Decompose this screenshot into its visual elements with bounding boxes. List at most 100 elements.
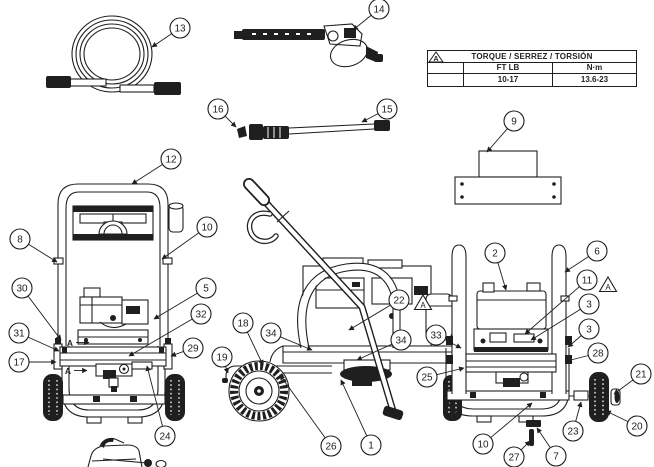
- torque-table-corner-cell: [428, 63, 464, 73]
- callout-34: 34: [260, 322, 313, 351]
- callout-23: 23: [562, 401, 584, 442]
- callout-number: 26: [325, 442, 337, 453]
- callout-15: 15: [361, 98, 398, 123]
- torque-table: TORQUE / SERREZ / TORSIÓN FT LB N·m A 10…: [427, 50, 637, 87]
- spray-gun-part: [234, 23, 383, 68]
- callout-number: 2: [492, 249, 498, 260]
- callout-number: 32: [195, 310, 207, 321]
- nozzle-wand-part: [237, 120, 390, 140]
- callout-number: 28: [592, 349, 604, 360]
- callout-34: 34: [356, 329, 412, 361]
- pump-detail-part: [87, 437, 167, 467]
- callout-number: 25: [421, 373, 433, 384]
- callout-number: 3: [586, 325, 592, 336]
- callout-7: 7: [536, 427, 567, 467]
- callout-number: 29: [187, 344, 199, 355]
- torque-table-value-row: A 10-17 13.6-23: [428, 51, 636, 86]
- callout-18: 18: [232, 312, 264, 366]
- callout-number: 34: [395, 336, 407, 347]
- callout-number: 31: [13, 329, 25, 340]
- warning-triangle-icon: A: [428, 51, 444, 63]
- callout-27: 27: [503, 440, 531, 467]
- callout-number: 5: [203, 284, 209, 295]
- callout-25: 25: [416, 366, 465, 388]
- svg-text:A: A: [433, 56, 438, 63]
- svg-text:A: A: [605, 283, 611, 292]
- callout-number: 6: [594, 247, 600, 258]
- warning-triangle-icon: A: [598, 275, 618, 293]
- svg-text:A: A: [67, 338, 73, 348]
- callout-5: 5: [153, 277, 217, 320]
- rear-view-assembly: [443, 244, 621, 446]
- callout-number: 20: [631, 422, 643, 433]
- callout-31: 31: [8, 322, 60, 352]
- callout-number: 34: [265, 329, 277, 340]
- warning-triangle-icon: A: [413, 293, 433, 311]
- callout-number: 21: [635, 370, 647, 381]
- callout-16: 16: [207, 98, 237, 128]
- callout-10: 10: [472, 402, 533, 455]
- callout-32: 32: [128, 303, 212, 357]
- callout-number: 30: [16, 284, 28, 295]
- callout-3: 3: [530, 293, 600, 341]
- callout-number: 18: [237, 319, 249, 330]
- callout-24: 24: [145, 365, 176, 447]
- torque-nm-header: N·m: [586, 63, 603, 72]
- callout-number: 19: [216, 353, 228, 364]
- callout-number: 17: [13, 358, 25, 369]
- callout-1: 1: [340, 379, 382, 456]
- svg-text:A: A: [65, 366, 71, 376]
- torque-ftlb-value: 10-17: [464, 74, 553, 86]
- callout-number: 7: [553, 452, 559, 463]
- callout-13: 13: [151, 17, 191, 48]
- callout-number: 22: [393, 296, 405, 307]
- torque-warning-cell: A: [428, 51, 464, 86]
- callout-20: 20: [605, 410, 648, 437]
- callout-number: 33: [430, 331, 442, 342]
- callout-number: 1: [368, 441, 374, 452]
- callout-9: 9: [486, 110, 525, 153]
- mount-bracket-part: [454, 150, 562, 205]
- callout-number: 12: [165, 155, 177, 166]
- callout-19: 19: [211, 346, 233, 374]
- callout-30: 30: [11, 277, 62, 341]
- torque-table-header-row: FT LB N·m: [428, 63, 636, 73]
- callout-number: 10: [477, 440, 489, 451]
- callout-12: 12: [131, 148, 182, 185]
- torque-table-title: TORQUE / SERREZ / TORSIÓN: [428, 51, 636, 63]
- front-view-assembly: [43, 183, 185, 424]
- callout-number: 14: [373, 5, 385, 16]
- hose-part: [46, 15, 181, 95]
- callout-26: 26: [279, 374, 342, 457]
- callout-22: 22: [348, 289, 410, 331]
- section-marker: A: [67, 338, 90, 348]
- torque-nm-value: 13.6-23: [580, 75, 609, 84]
- callout-number: 10: [201, 223, 213, 234]
- callout-number: 15: [381, 105, 393, 116]
- side-view-assembly: [222, 178, 463, 422]
- callout-17: 17: [8, 351, 57, 373]
- callout-33: 33: [425, 324, 462, 349]
- callout-number: 8: [17, 235, 23, 246]
- callout-number: 3: [586, 300, 592, 311]
- svg-text:A: A: [420, 301, 426, 310]
- callout-11: 11: [524, 269, 598, 335]
- callout-number: 16: [212, 105, 224, 116]
- callout-number: 11: [582, 276, 593, 287]
- section-marker: A: [65, 366, 88, 376]
- callout-number: 24: [159, 432, 171, 443]
- callout-10: 10: [161, 216, 218, 260]
- callout-number: 13: [174, 24, 186, 35]
- callout-29: 29: [170, 337, 204, 359]
- callout-6: 6: [564, 240, 608, 273]
- callout-number: 27: [508, 453, 520, 464]
- callout-14: 14: [352, 0, 390, 31]
- callout-21: 21: [613, 363, 652, 395]
- callout-2: 2: [484, 242, 508, 291]
- callout-8: 8: [9, 228, 58, 263]
- callout-number: 23: [567, 427, 579, 438]
- callout-number: 9: [511, 117, 517, 128]
